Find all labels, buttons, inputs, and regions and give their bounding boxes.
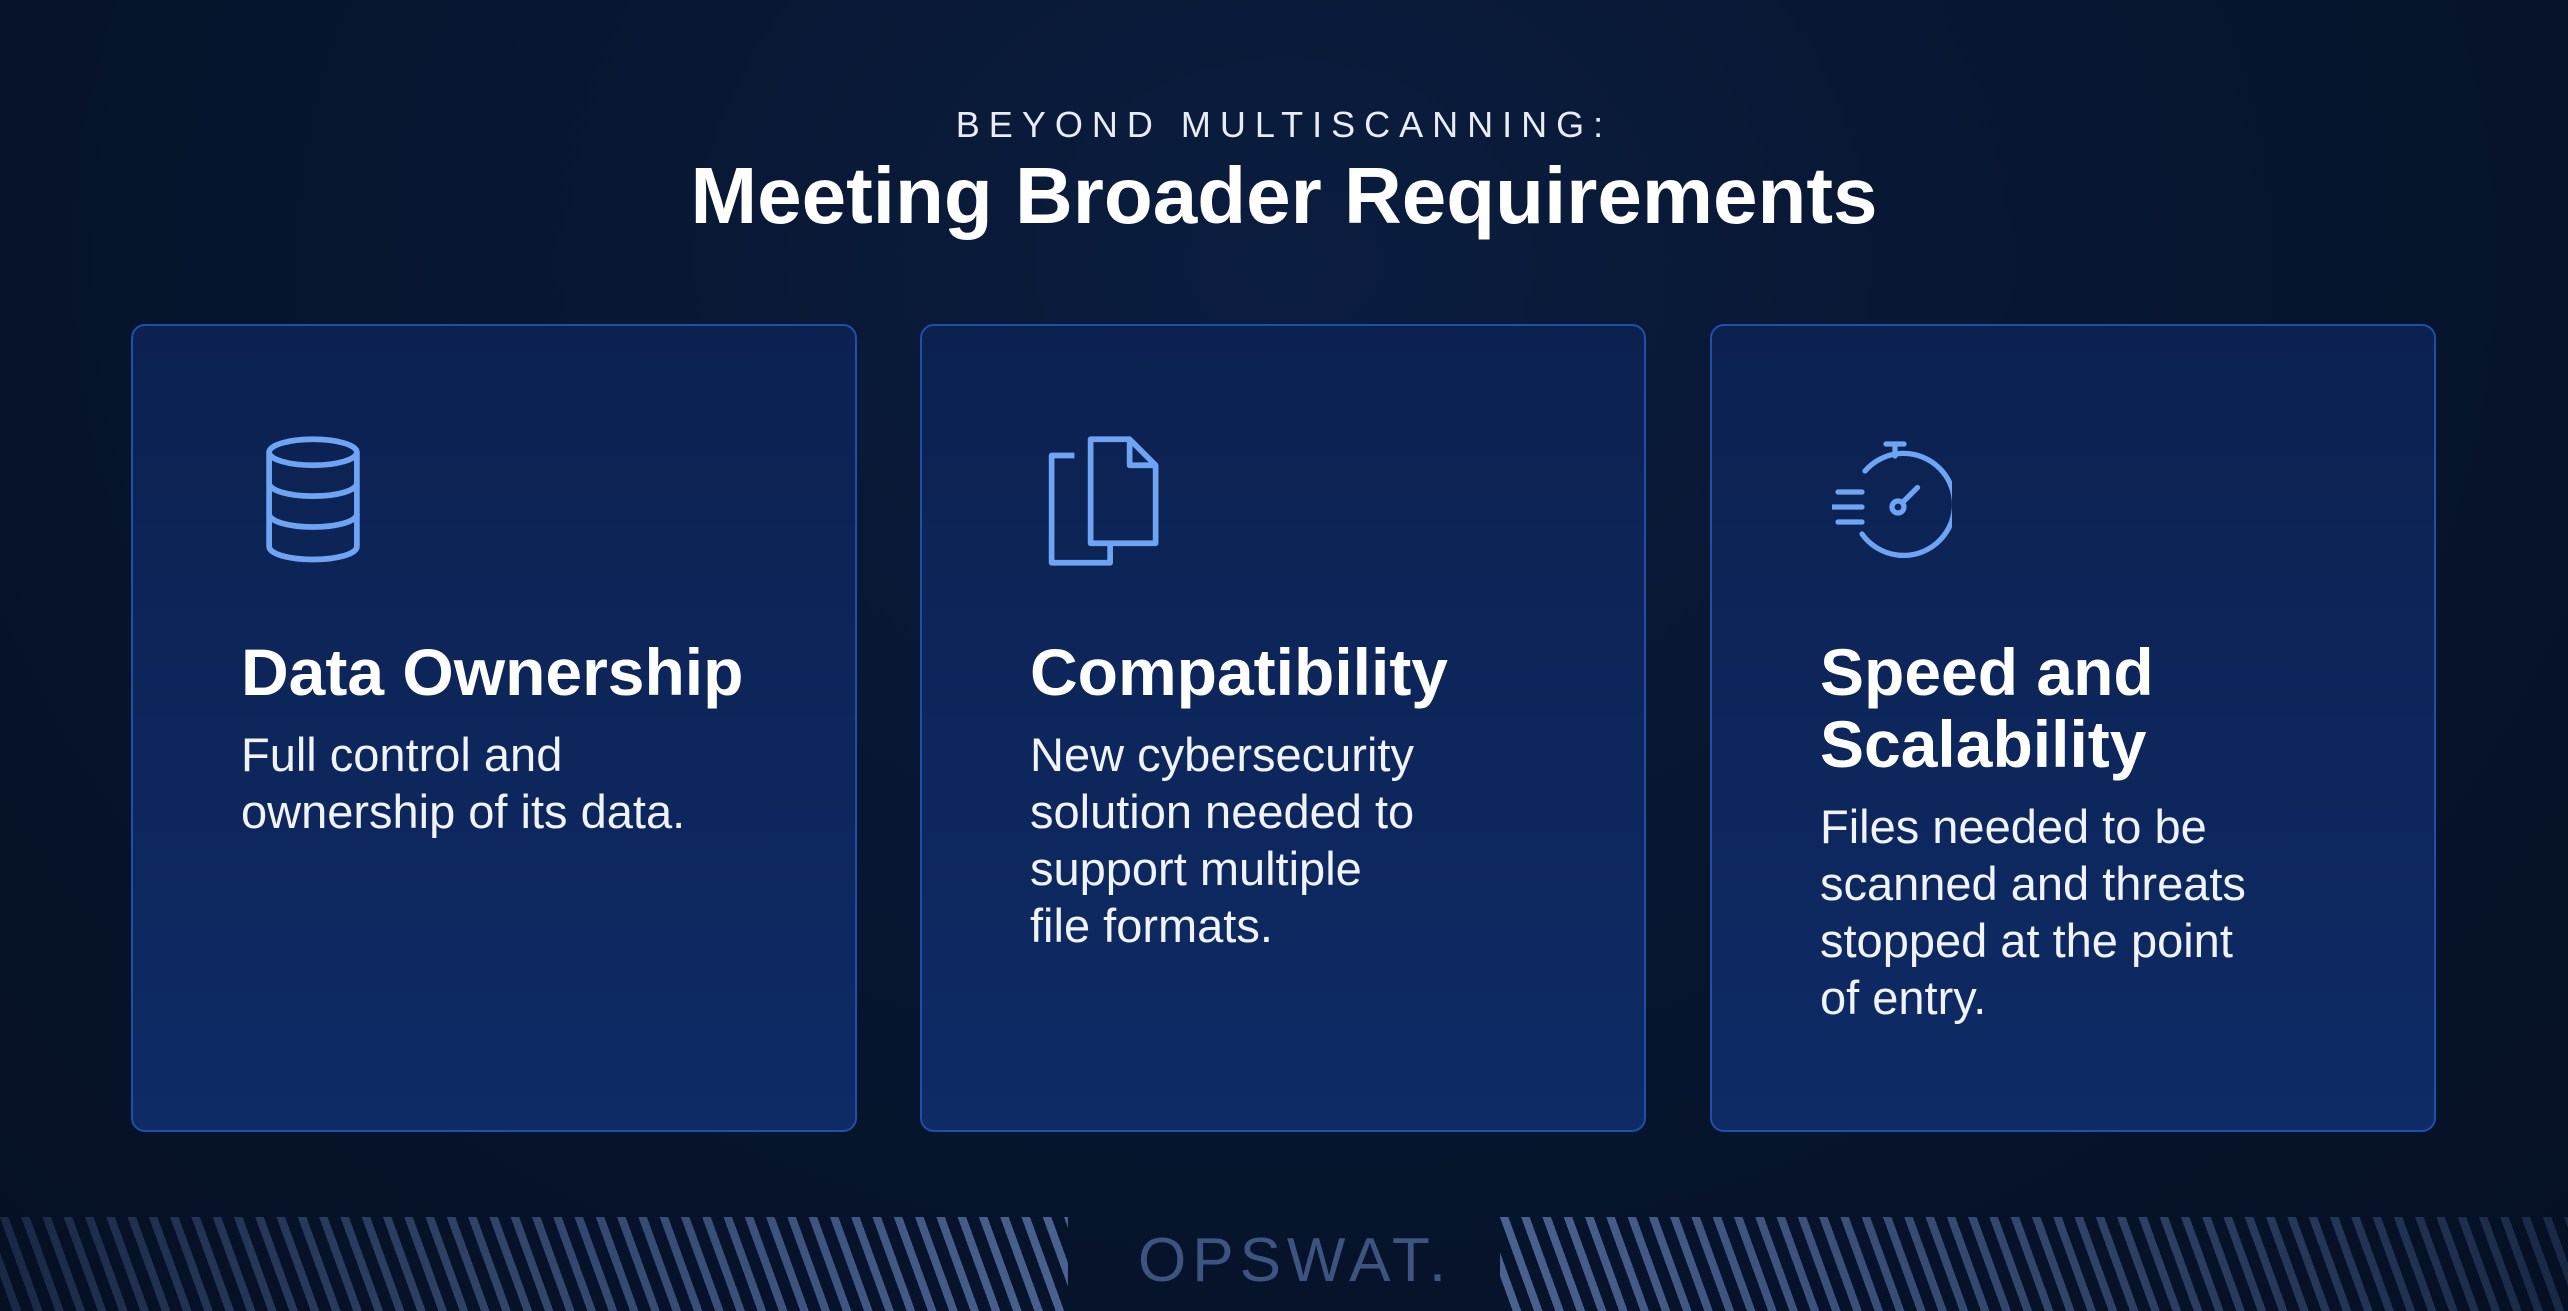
card-title: Data Ownership [241, 635, 744, 709]
decorative-stripes-right [1500, 1217, 2568, 1311]
eyebrow: BEYOND MULTISCANNING: [955, 104, 1613, 145]
database-icon [266, 436, 360, 563]
documents-icon [1048, 436, 1159, 566]
page-title: Meeting Broader Requirements [690, 151, 1878, 240]
stopwatch-icon [1832, 441, 1952, 559]
opswat-logo: OPSWAT. [1138, 1226, 1453, 1295]
decorative-stripes-left [0, 1217, 1068, 1311]
card-title: Compatibility [1030, 635, 1449, 709]
